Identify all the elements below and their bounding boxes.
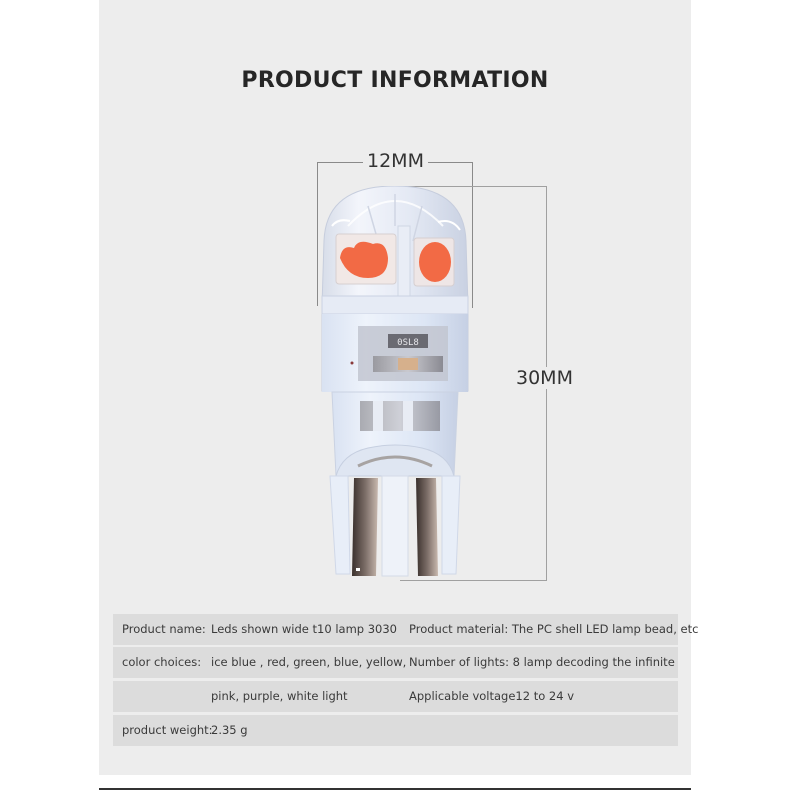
- t10-bulb-graphic: 0SL8: [321, 186, 469, 577]
- height-dim-top-line: [400, 186, 547, 187]
- spec-right: Product material: The PC shell LED lamp …: [409, 622, 699, 636]
- led-bulb-image: 0SL8: [318, 186, 472, 581]
- spec-row-product-name: Product name: Leds shown wide t10 lamp 3…: [113, 614, 698, 645]
- page-title: PRODUCT INFORMATION: [241, 68, 549, 93]
- svg-text:0SL8: 0SL8: [397, 338, 419, 348]
- spec-row-color-choices: color choices: ice blue , red, green, bl…: [113, 647, 678, 678]
- spec-value: 2.35 g: [211, 723, 248, 737]
- spec-value: Leds shown wide t10 lamp 3030: [211, 622, 397, 636]
- spec-right: Number of lights: 8 lamp decoding the in…: [409, 655, 675, 669]
- spec-row-color-continued: pink, purple, white light Applicable vol…: [113, 681, 678, 712]
- width-dim-left-line: [317, 162, 318, 306]
- spec-right: Applicable voltage12 to 24 v: [409, 689, 575, 703]
- spec-value: ice blue , red, green, blue, yellow,: [211, 655, 407, 669]
- height-dim-bottom-line: [400, 580, 547, 581]
- spec-label: Product name:: [122, 622, 206, 636]
- width-dim-label: 12MM: [363, 150, 428, 172]
- spec-label: color choices:: [122, 655, 202, 669]
- height-dim-label: 30MM: [512, 367, 577, 389]
- spec-value: pink, purple, white light: [211, 689, 348, 703]
- spec-row-product-weight: product weight: 2.35 g: [113, 715, 678, 746]
- spec-label: product weight:: [122, 723, 213, 737]
- bottom-divider: [99, 788, 691, 790]
- width-dim-right-line: [472, 162, 473, 308]
